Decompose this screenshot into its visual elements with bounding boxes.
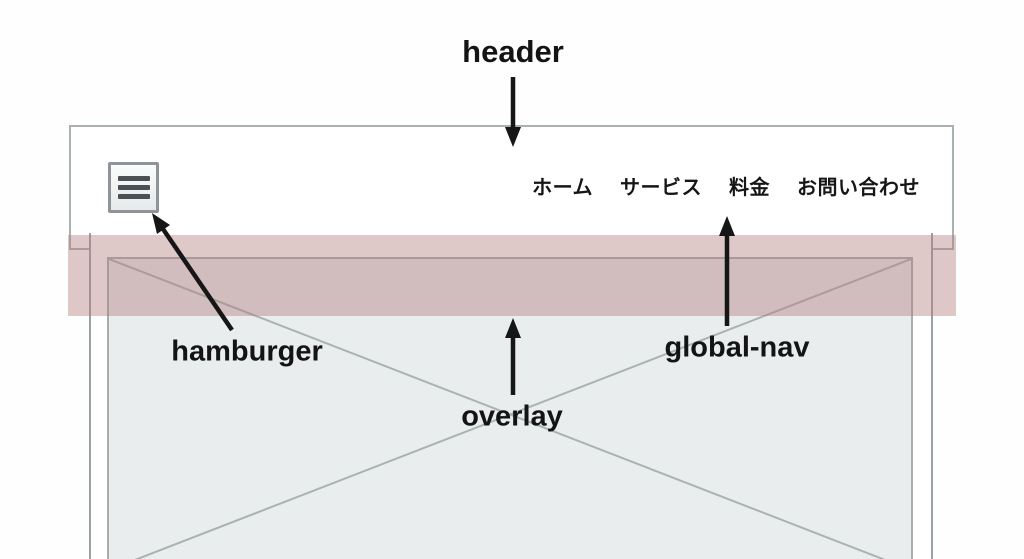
global-nav: ホーム サービス 料金 お問い合わせ — [532, 146, 920, 233]
annotation-hamburger-label: hamburger — [171, 335, 323, 368]
annotation-global-nav-label: global-nav — [664, 331, 810, 364]
hamburger-button[interactable] — [108, 162, 159, 213]
hamburger-menu-icon — [117, 194, 150, 199]
annotation-overlay-label: overlay — [461, 400, 563, 433]
hero-image-placeholder — [107, 257, 913, 559]
annotation-header-label: header — [462, 34, 564, 69]
site-header-bar — [90, 146, 929, 229]
nav-item-home[interactable]: ホーム — [532, 177, 593, 199]
nav-item-service[interactable]: サービス — [620, 177, 702, 199]
hamburger-menu-icon — [117, 185, 150, 190]
image-placeholder-x-icon — [109, 259, 911, 559]
hamburger-menu-icon — [117, 176, 150, 181]
nav-item-contact[interactable]: お問い合わせ — [797, 177, 920, 199]
nav-item-pricing[interactable]: 料金 — [729, 177, 770, 199]
